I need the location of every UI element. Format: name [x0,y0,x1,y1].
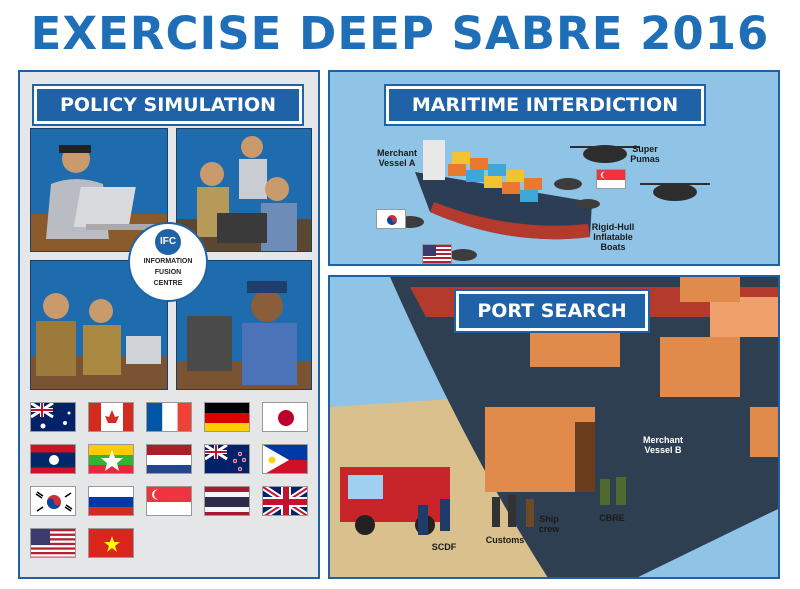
bridge-tower [423,140,445,180]
port-search-heading: PORT SEARCH [456,291,648,331]
scene-officer-laptop [30,128,168,252]
page-title: EXERCISE DEEP SABRE 2016 [30,7,770,60]
singapore-flag-icon [596,169,626,189]
laos-flag-icon [30,444,76,474]
maritime-illustration [396,140,710,261]
singapore-flag-icon [146,486,192,516]
canada-flag-icon [88,402,134,432]
containers [448,152,542,202]
scene-officers-discussion [176,128,312,252]
policy-simulation-panel: POLICY SIMULATION [18,70,320,579]
analysts-computer-illustration [31,293,167,389]
customs-officers [492,495,516,527]
philippines-flag-icon [262,444,308,474]
france-flag-icon [146,402,192,432]
ifc-text-line1: INFORMATION [143,258,193,265]
ifc-badge: IFC INFORMATION FUSION CENTRE [128,222,208,302]
thailand-flag-icon [204,486,250,516]
super-puma-helicopters [570,145,710,201]
maritime-interdiction-panel: MARITIME INTERDICTION [328,70,780,266]
customs-label: Customs [485,535,525,545]
united-states-flag-icon [422,244,452,264]
united-kingdom-flag-icon [262,486,308,516]
scdf-officers [418,499,450,535]
netherlands-flag-icon [146,444,192,474]
policy-simulation-heading: POLICY SIMULATION [34,86,302,124]
officer-monitor-illustration [177,281,311,389]
officers-discussion-illustration [177,136,311,251]
maritime-interdiction-heading: MARITIME INTERDICTION [386,86,704,124]
officer-laptop-illustration [31,145,167,251]
vietnam-flag-icon [88,528,134,558]
united-states-flag-icon [30,528,76,558]
scdf-fire-truck [340,467,450,535]
ifc-text-line2: FUSION [154,269,182,276]
myanmar-flag-icon [88,444,134,474]
australia-flag-icon [30,402,76,432]
japan-flag-icon [262,402,308,432]
scdf-label: SCDF [431,542,457,552]
germany-flag-icon [204,402,250,432]
new-zealand-flag-icon [204,444,250,474]
russia-flag-icon [88,486,134,516]
cbre-label: CBRE [599,513,625,523]
port-illustration [330,277,778,577]
south-korea-flag-icon [376,209,406,229]
cbre-team [600,477,626,505]
ship-crew-figures [526,499,534,527]
ifc-logo-icon: IFC [155,229,181,255]
south-korea-flag-icon [30,486,76,516]
ifc-text-line3: CENTRE [153,280,183,287]
